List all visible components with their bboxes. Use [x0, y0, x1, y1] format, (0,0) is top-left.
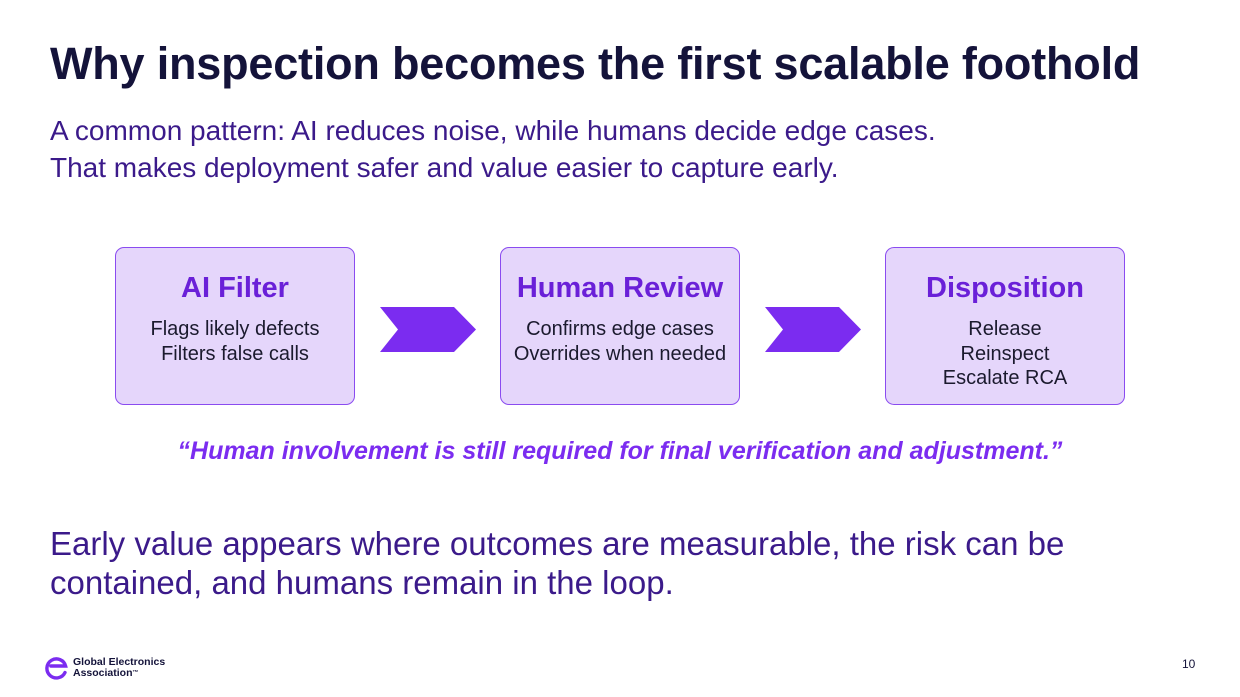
flow-step-line: Reinspect [960, 342, 1050, 365]
page-number: 10 [1182, 657, 1196, 671]
trademark-mark: ™ [132, 670, 139, 676]
conclusion-line-1: Early value appears where outcomes are m… [50, 525, 1065, 562]
flow-step-title: AI Filter [181, 272, 289, 304]
flow-step-title: Disposition [926, 272, 1084, 304]
flow-step-human-review: Human Review Confirms edge cases Overrid… [500, 247, 740, 405]
brand-line-1: Global Electronics [73, 656, 166, 668]
flow-step-line: Escalate RCA [942, 367, 1068, 389]
brand-name: Global Electronics Association™ [73, 657, 165, 679]
flow-step-disposition: Disposition Release Reinspect Escalate R… [885, 247, 1125, 405]
subtitle-line-2: That makes deployment safer and value ea… [50, 152, 839, 183]
global-electronics-association-logo-icon [45, 657, 68, 680]
subtitle: A common pattern: AI reduces noise, whil… [50, 112, 1170, 186]
flow-step-line: Flags likely defects [150, 318, 320, 340]
flow-step-line: Overrides when needed [513, 342, 727, 365]
slide-title: Why inspection becomes the first scalabl… [50, 38, 1141, 89]
flow-step-line: Confirms edge cases [526, 318, 714, 340]
chevron-right-icon [380, 307, 476, 352]
conclusion-line-2: contained, and humans remain in the loop… [50, 564, 674, 601]
brand-line-2: Association [73, 667, 133, 679]
conclusion: Early value appears where outcomes are m… [50, 524, 1170, 602]
quote: “Human involvement is still required for… [177, 437, 1063, 465]
flow-step-title: Human Review [516, 272, 724, 304]
subtitle-line-1: A common pattern: AI reduces noise, whil… [50, 115, 936, 146]
chevron-right-icon [765, 307, 861, 352]
flow-step-line: Filters false calls [161, 342, 309, 365]
flow-step-ai-filter: AI Filter Flags likely defects Filters f… [115, 247, 355, 405]
flow-step-line: Release [968, 318, 1042, 340]
